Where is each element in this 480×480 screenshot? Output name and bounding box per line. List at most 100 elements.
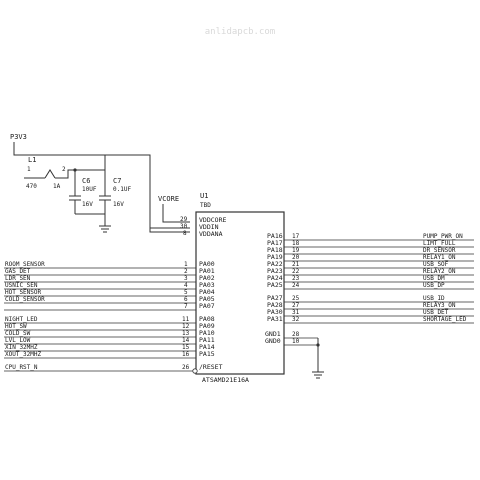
left-pin-name: PA02 bbox=[199, 274, 215, 282]
right-net-label: USB_DP bbox=[423, 282, 445, 289]
inductor-symbol bbox=[44, 169, 56, 179]
right-net-label: SHORTAGE_LED bbox=[423, 316, 467, 323]
left-pin-row: USNIC_SEN 4 PA03 bbox=[4, 281, 215, 290]
left-pin-number: 16 bbox=[182, 351, 190, 358]
right-pin-name: GND0 bbox=[265, 337, 281, 345]
right-pin-name: PA27 bbox=[267, 294, 283, 302]
left-pin-name: PA03 bbox=[199, 281, 215, 289]
right-pin-number: 32 bbox=[292, 316, 300, 323]
right-pin-number: 28 bbox=[292, 331, 300, 338]
left-pin-row: LVL_LOW 14 PA11 bbox=[4, 336, 215, 345]
left-pin-row: NIGHT_LED 11 PA08 bbox=[4, 315, 215, 324]
right-pin-name: PA19 bbox=[267, 253, 283, 261]
supply-pin-number: 29 bbox=[180, 216, 188, 223]
supply-pin-name: VDDANA bbox=[199, 230, 223, 238]
right-pin-number: 31 bbox=[292, 309, 300, 316]
right-pin-row: PA16 17 PUMP_PWR_ON bbox=[267, 232, 474, 241]
left-net-label: COLD_SENSOR bbox=[5, 296, 45, 303]
right-net-label: RELAY1_ON bbox=[423, 254, 456, 261]
right-pin-number: 22 bbox=[292, 268, 300, 275]
vdd-bus-wire bbox=[45, 154, 190, 233]
right-pin-row: PA19 20 RELAY1_ON bbox=[267, 253, 474, 262]
c7-voltage: 16V bbox=[113, 201, 124, 208]
left-net-label: COLD_SW bbox=[5, 330, 31, 337]
left-pin-number: 12 bbox=[182, 323, 190, 330]
left-net-label: LVL_LOW bbox=[5, 337, 31, 344]
c6-value: 10UF bbox=[82, 186, 97, 193]
supply-pin-row: 29 VDDCORE bbox=[180, 216, 226, 224]
left-pin-name: PA05 bbox=[199, 295, 215, 303]
inductor-right-lead bbox=[55, 169, 105, 179]
left-pin-number: 6 bbox=[184, 296, 188, 303]
right-pin-number: 10 bbox=[292, 338, 300, 345]
left-net-label: HOT_SW bbox=[5, 323, 27, 330]
left-pin-row: COLD_SENSOR 6 PA05 bbox=[4, 295, 215, 304]
left-pin-number: 5 bbox=[184, 289, 188, 296]
left-pin-row: HOT_SENSOR 5 PA04 bbox=[4, 288, 215, 297]
right-pin-name: PA28 bbox=[267, 301, 283, 309]
left-net-label: USNIC_SEN bbox=[5, 282, 38, 289]
left-pin-row: XIN_32MHZ 15 PA14 bbox=[4, 343, 215, 352]
right-pin-name: PA25 bbox=[267, 281, 283, 289]
right-pin-row: PA17 18 LIMT_FULL bbox=[267, 239, 474, 248]
right-pin-number: 19 bbox=[292, 247, 300, 254]
right-pin-row: PA25 24 USB_DP bbox=[267, 281, 474, 290]
right-pin-number: 17 bbox=[292, 233, 300, 240]
reset-inversion-bubble bbox=[192, 368, 198, 374]
right-net-label: RELAY3_ON bbox=[423, 302, 456, 309]
chip-ref: U1 bbox=[200, 192, 208, 200]
right-net-label: USB_DET bbox=[423, 309, 449, 316]
left-pin-name: /RESET bbox=[199, 363, 223, 371]
left-pin-number: 2 bbox=[184, 268, 188, 275]
left-net-label: LDR_SEN bbox=[5, 275, 31, 282]
left-pin-row: HOT_SW 12 PA09 bbox=[4, 322, 215, 331]
right-pin-name: PA23 bbox=[267, 267, 283, 275]
left-pin-name: PA04 bbox=[199, 288, 215, 296]
left-pin-name: PA14 bbox=[199, 343, 215, 351]
left-net-label: XOUT_32MHZ bbox=[5, 351, 42, 358]
left-pin-row: CPU_RST_N 26 /RESET bbox=[4, 363, 223, 374]
supply-pin-row: 30 VDDIN bbox=[180, 223, 219, 231]
left-net-label: NIGHT_LED bbox=[5, 316, 38, 323]
junction-dot bbox=[316, 343, 320, 347]
left-pin-name: PA10 bbox=[199, 329, 215, 337]
left-pin-row: COLD_SW 13 PA10 bbox=[4, 329, 215, 338]
left-net-label: XIN_32MHZ bbox=[5, 344, 38, 351]
inductor-rating: 1A bbox=[53, 183, 61, 190]
right-pin-row: PA27 25 USB_ID bbox=[267, 294, 474, 303]
left-pin-name: PA07 bbox=[199, 302, 215, 310]
chip-part: ATSAMD21E16A bbox=[202, 376, 249, 384]
right-pin-name: PA17 bbox=[267, 239, 283, 247]
right-net-label: USB_SOF bbox=[423, 261, 449, 268]
left-net-label: CPU_RST_N bbox=[5, 364, 38, 371]
right-pin-name: GND1 bbox=[265, 330, 281, 338]
left-pin-name: PA15 bbox=[199, 350, 215, 358]
left-pin-number: 4 bbox=[184, 282, 188, 289]
power-wire bbox=[13, 142, 45, 156]
left-pin-row: XOUT_32MHZ 16 PA15 bbox=[4, 350, 215, 359]
right-pin-number: 25 bbox=[292, 295, 300, 302]
right-net-label: PUMP_PWR_ON bbox=[423, 233, 463, 240]
right-pin-name: PA30 bbox=[267, 308, 283, 316]
right-pin-number: 27 bbox=[292, 302, 300, 309]
left-net-label: GAS_DET bbox=[5, 268, 31, 275]
left-pin-row: GAS_DET 2 PA01 bbox=[4, 267, 215, 276]
left-pin-row: 7 PA07 bbox=[4, 302, 215, 311]
left-pin-name: PA08 bbox=[199, 315, 215, 323]
left-pin-name: PA11 bbox=[199, 336, 215, 344]
right-pin-name: PA18 bbox=[267, 246, 283, 254]
power-label: P3V3 bbox=[10, 133, 27, 141]
right-pin-row: PA28 27 RELAY3_ON bbox=[267, 301, 474, 310]
inductor-pin2: 2 bbox=[62, 166, 66, 173]
vcore-wire bbox=[162, 204, 190, 223]
right-net-label: USB_DM bbox=[423, 275, 445, 282]
right-pin-row: GND1 28 bbox=[265, 330, 318, 339]
right-pin-row: PA30 31 USB_DET bbox=[267, 308, 474, 317]
right-pin-row: PA23 22 RELAY2_ON bbox=[267, 267, 474, 276]
right-pin-number: 18 bbox=[292, 240, 300, 247]
left-pin-number: 14 bbox=[182, 337, 190, 344]
c7-value: 0.1UF bbox=[113, 186, 131, 193]
supply-pin-number: 30 bbox=[180, 223, 188, 230]
left-net-label: HOT_SENSOR bbox=[5, 289, 42, 296]
